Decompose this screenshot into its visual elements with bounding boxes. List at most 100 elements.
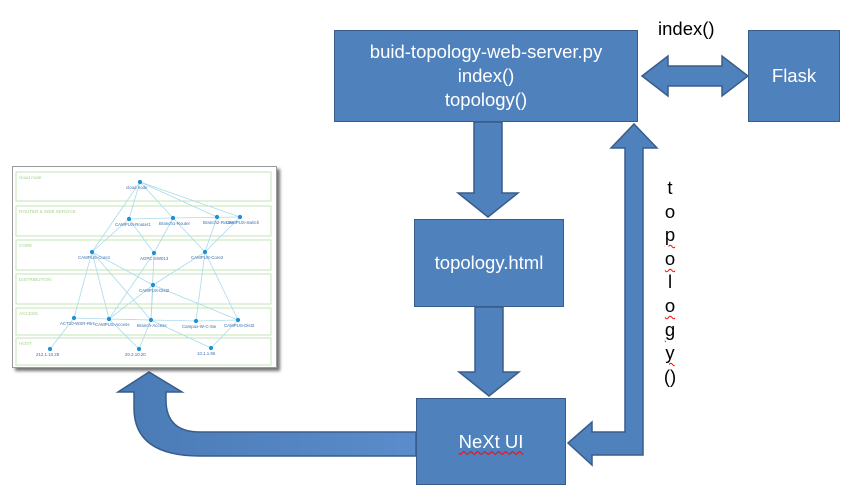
preview-link xyxy=(128,218,155,254)
topology-letter-o3: o xyxy=(664,294,676,316)
topology-html-box-label: topology.html xyxy=(434,252,544,273)
preview-device-node xyxy=(89,249,95,255)
preview-link xyxy=(139,181,218,218)
preview-device-label: 212.1.10.28 xyxy=(36,352,60,357)
preview-device-label: CAMPUS-Core1 xyxy=(78,255,111,260)
preview-layer-label: cloud node xyxy=(19,175,42,180)
server-box-line-3: topology() xyxy=(444,89,528,110)
preview-device-label: CAMPUS-Dist2 xyxy=(139,288,170,293)
preview-link xyxy=(204,216,241,253)
preview-link xyxy=(150,319,197,322)
preview-link xyxy=(150,284,154,321)
preview-link xyxy=(108,252,155,320)
server-box-line-2: index() xyxy=(457,65,515,86)
preview-device-label: 20.2.10.20 xyxy=(125,352,146,357)
preview-link xyxy=(150,319,212,349)
preview-link xyxy=(91,251,152,321)
preview-device-node xyxy=(170,215,176,221)
preview-layer-band xyxy=(15,307,272,336)
preview-device-node xyxy=(235,317,241,323)
preview-device-node xyxy=(148,317,154,323)
preview-link xyxy=(204,216,218,253)
topology-edge-label: t o p o l o g y () xyxy=(652,176,688,388)
preview-device-node xyxy=(106,316,112,322)
preview-device-node xyxy=(47,346,53,352)
server-box-line-1: buid-topology-web-server.py xyxy=(369,41,603,62)
preview-link xyxy=(91,251,154,286)
topology-letter-l: l xyxy=(667,271,673,293)
topology-letter-g: g xyxy=(664,318,676,340)
preview-device-label: Branch1-Router xyxy=(159,221,191,226)
preview-device-label: CAMPUS-Core2 xyxy=(191,255,224,260)
topology-letter-o1: o xyxy=(664,200,676,222)
preview-layer-label: DISTRIBUTION xyxy=(19,277,51,282)
preview-device-node xyxy=(237,214,243,220)
preview-device-node xyxy=(136,346,142,352)
preview-link xyxy=(152,251,206,286)
preview-layer-label: ROUTER & WEB SERVICE xyxy=(19,209,76,214)
preview-device-node xyxy=(202,249,208,255)
preview-link xyxy=(108,318,140,350)
topology-html-box: topology.html xyxy=(414,219,564,307)
index-edge-label: index() xyxy=(658,18,715,39)
preview-link xyxy=(195,319,239,322)
preview-link xyxy=(152,284,239,321)
preview-link xyxy=(91,181,141,253)
server-box: buid-topology-web-server.py index() topo… xyxy=(334,30,638,122)
preview-link xyxy=(153,217,174,254)
preview-link xyxy=(210,319,239,349)
preview-layer-band xyxy=(15,337,272,366)
preview-device-label: 10.1.1.95 xyxy=(197,351,216,356)
preview-device-label: Branch2-Router xyxy=(203,220,235,225)
preview-device-label: Campus-W-C-Sw xyxy=(182,324,217,329)
preview-device-label: ACT10-WSR-Rtrs xyxy=(60,321,96,326)
preview-link xyxy=(172,216,241,219)
preview-link xyxy=(128,217,174,220)
preview-layer-label: CORE xyxy=(19,243,32,248)
topology-letter-o2: o xyxy=(664,247,676,269)
preview-link xyxy=(139,181,241,218)
topology-letter-parens: () xyxy=(663,365,677,387)
topology-letter-p: p xyxy=(664,224,676,246)
preview-link xyxy=(73,251,93,319)
preview-link xyxy=(108,284,154,320)
preview-layer-band xyxy=(15,239,272,271)
index-double-arrow xyxy=(640,54,750,98)
topology-to-next-arrow xyxy=(456,306,522,397)
preview-link xyxy=(128,181,141,220)
preview-link xyxy=(49,317,75,350)
preview-layer-label: ACCESS xyxy=(19,311,38,316)
preview-device-label: Branch-Access xyxy=(137,323,167,328)
preview-device-node xyxy=(151,250,157,256)
preview-device-node xyxy=(71,315,77,321)
preview-layer-label: HOST xyxy=(19,341,32,346)
preview-link xyxy=(204,251,239,321)
preview-device-label: CAMPUS-Switch xyxy=(226,220,260,225)
preview-layer-band xyxy=(15,273,272,305)
preview-device-node xyxy=(208,345,214,351)
preview-device-label: AGPC-SW013 xyxy=(140,256,169,261)
flask-box: Flask xyxy=(748,30,840,122)
preview-link xyxy=(91,251,110,320)
preview-link xyxy=(195,251,206,322)
preview-device-label: CAMPUS-Dist3 xyxy=(224,323,255,328)
preview-layer-band xyxy=(15,171,272,202)
topology-letter-t: t xyxy=(667,177,673,198)
preview-device-node xyxy=(150,282,156,288)
preview-link xyxy=(172,217,206,253)
server-to-topology-arrow xyxy=(455,121,521,218)
preview-device-node xyxy=(214,214,220,220)
preview-link xyxy=(139,181,174,219)
preview-link xyxy=(108,318,152,321)
preview-device-node xyxy=(126,216,132,222)
preview-device-label: cloud node xyxy=(126,185,148,190)
preview-device-node xyxy=(137,179,143,185)
preview-device-node xyxy=(193,318,199,324)
preview-link xyxy=(138,319,152,350)
next-ui-box-label: NeXt UI xyxy=(458,430,524,452)
preview-device-label: CAMPUS-Access xyxy=(95,322,130,327)
next-to-server-topology-arrow xyxy=(566,122,659,467)
